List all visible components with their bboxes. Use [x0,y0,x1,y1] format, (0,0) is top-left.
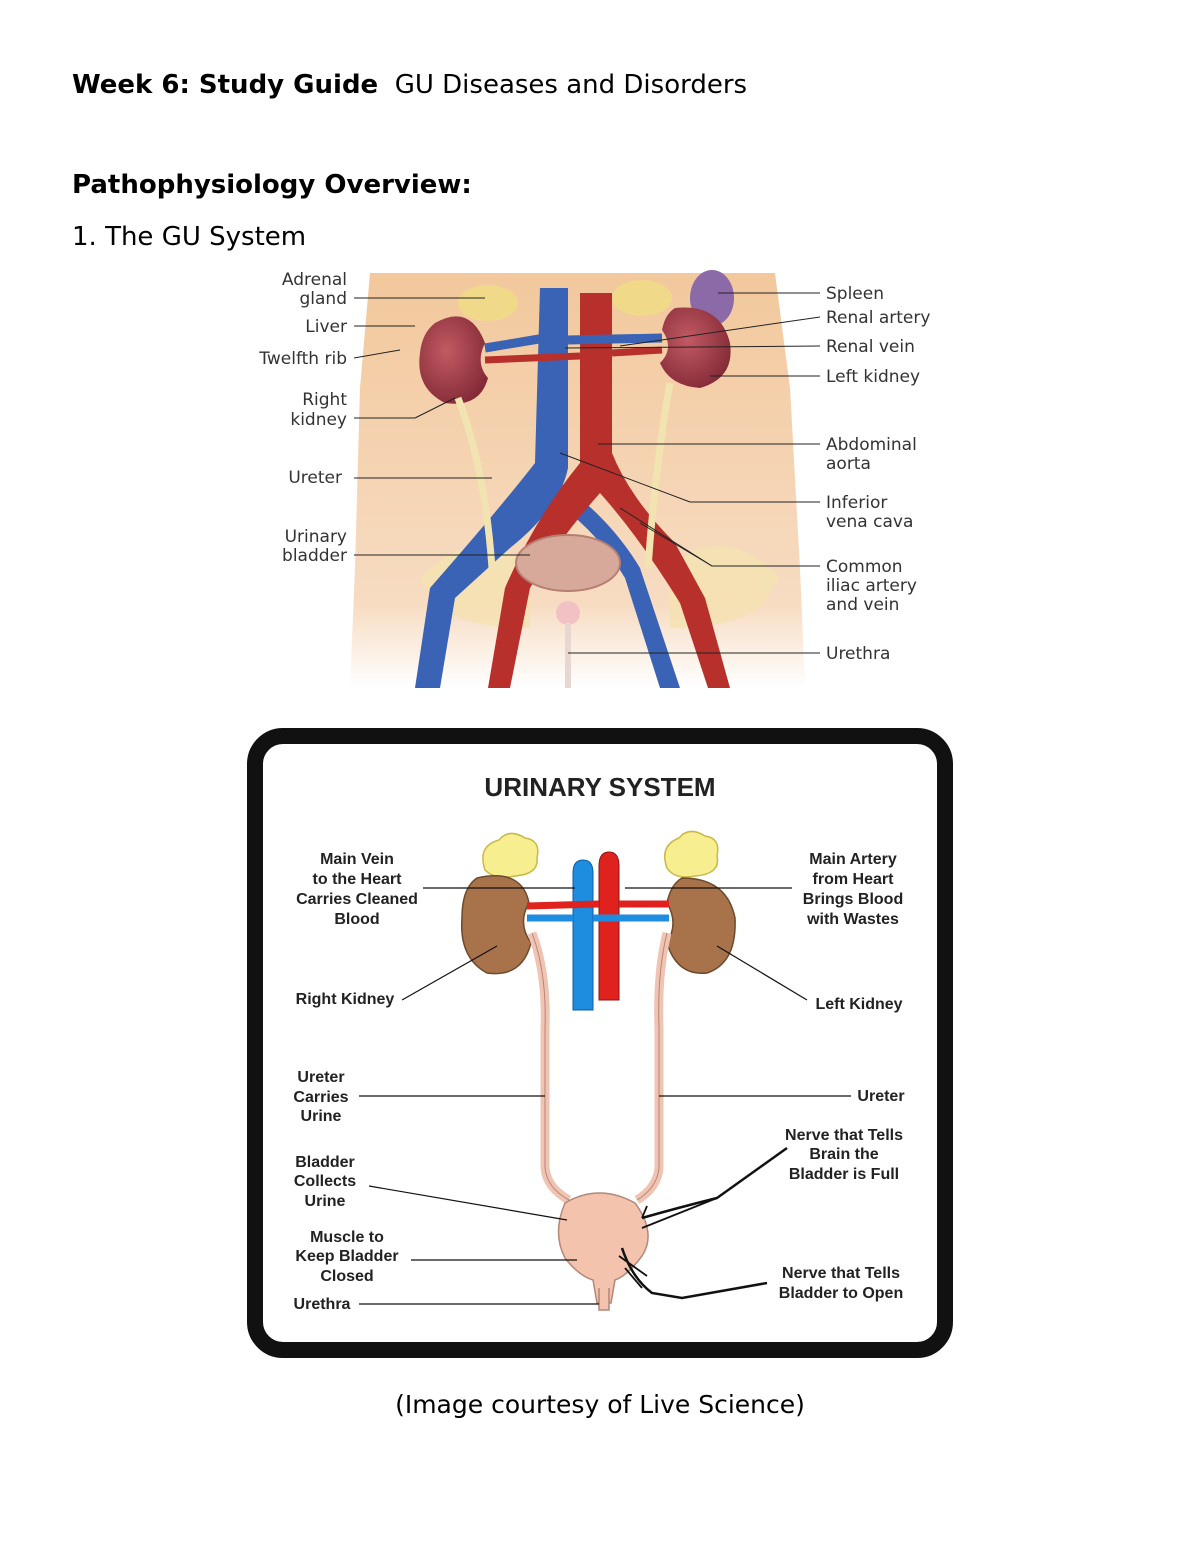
ureter-right [454,396,496,569]
label-left-kidney: Left Kidney [815,996,902,1013]
label-muscle-2: Keep Bladder [295,1248,398,1265]
left-kidney-shape [660,307,731,388]
label-bladder-1: Urinary [285,527,347,547]
label-renal-artery: Renal artery [826,308,930,328]
label-adrenal-2: gland [300,289,348,309]
label-ureter: Ureter [288,468,342,488]
main-artery-vessel [598,851,620,1001]
label-main-artery-3: Brings Blood [803,891,903,908]
list-item-gu-system: 1. The GU System [72,222,307,252]
gu-anatomy-figure: Adrenal gland Liver Twelfth rib Right ki… [258,270,930,688]
nerve-bladder-open [620,1247,768,1300]
label-nerve-full-1: Nerve that Tells [785,1127,903,1144]
label-ureter-left-2: Carries [293,1089,348,1106]
section-heading: Pathophysiology Overview: [72,170,472,200]
label-main-vein-2: to the Heart [313,871,403,888]
label-bladder-3: Urine [305,1193,346,1210]
label-urethra: Urethra [294,1296,351,1313]
label-main-vein-4: Blood [334,911,379,928]
label-ureter-left-1: Ureter [297,1069,344,1086]
label-twelfth-rib: Twelfth rib [258,349,347,369]
label-main-artery-4: with Wastes [806,911,899,928]
label-main-vein-3: Carries Cleaned [296,891,418,908]
urethra-tube [598,1288,610,1311]
label-bladder-1: Bladder [295,1154,355,1171]
label-adrenal-1: Adrenal [282,270,347,290]
label-aorta-2: aorta [826,454,871,474]
bladder-shape [557,1192,649,1304]
left-adrenal [612,280,672,316]
label-ureter-right: Ureter [857,1088,904,1105]
image-caption: (Image courtesy of Live Science) [395,1390,805,1419]
label-ivc-1: Inferior [826,493,887,513]
label-ivc-2: vena cava [826,512,913,532]
right-adrenal [458,285,518,321]
label-renal-vein: Renal vein [826,337,915,357]
label-ureter-left-3: Urine [301,1108,342,1125]
label-left-kidney: Left kidney [826,367,920,387]
label-right-kidney: Right Kidney [296,991,395,1008]
label-nerve-open-1: Nerve that Tells [782,1265,900,1282]
label-main-artery-2: from Heart [813,871,895,888]
abdominal-aorta [488,293,730,688]
label-spleen: Spleen [826,284,884,304]
label-bladder-2: Collects [294,1173,356,1190]
urinary-system-title: URINARY SYSTEM [484,772,715,802]
page-header: Week 6: Study Guide GU Diseases and Diso… [72,70,747,100]
label-nerve-full-2: Brain the [809,1146,878,1163]
left-adrenal-gland [664,830,719,878]
label-nerve-open-2: Bladder to Open [779,1285,903,1302]
right-kidney-shape [460,875,532,975]
label-muscle-3: Closed [320,1268,373,1285]
label-nerve-full-3: Bladder is Full [789,1166,899,1183]
ureter-left [644,382,674,569]
label-iliac-1: Common [826,557,903,577]
right-adrenal-gland [482,832,539,878]
header-title-rest: GU Diseases and Disorders [394,70,748,100]
label-aorta-1: Abdominal [826,435,917,455]
main-vein-vessel [572,859,594,1011]
label-iliac-3: and vein [826,595,899,615]
label-iliac-2: iliac artery [826,576,917,596]
urinary-system-figure: URINARY SYSTEM Main Vein to the Heart Ca… [247,728,953,1358]
label-muscle-1: Muscle to [310,1229,384,1246]
renal-vessels [484,333,663,353]
label-main-artery-1: Main Artery [809,851,897,868]
label-right-kidney-1: Right [302,390,347,410]
label-liver: Liver [305,317,347,337]
label-bladder-2: bladder [282,546,347,566]
label-main-vein-1: Main Vein [320,851,394,868]
label-right-kidney-2: kidney [290,410,347,430]
urinary-bladder-shape [515,534,621,592]
label-urethra: Urethra [826,644,890,664]
right-kidney-shape [419,316,488,404]
inferior-vena-cava [415,288,568,688]
header-title-bold: Week 6: Study Guide [72,70,379,100]
